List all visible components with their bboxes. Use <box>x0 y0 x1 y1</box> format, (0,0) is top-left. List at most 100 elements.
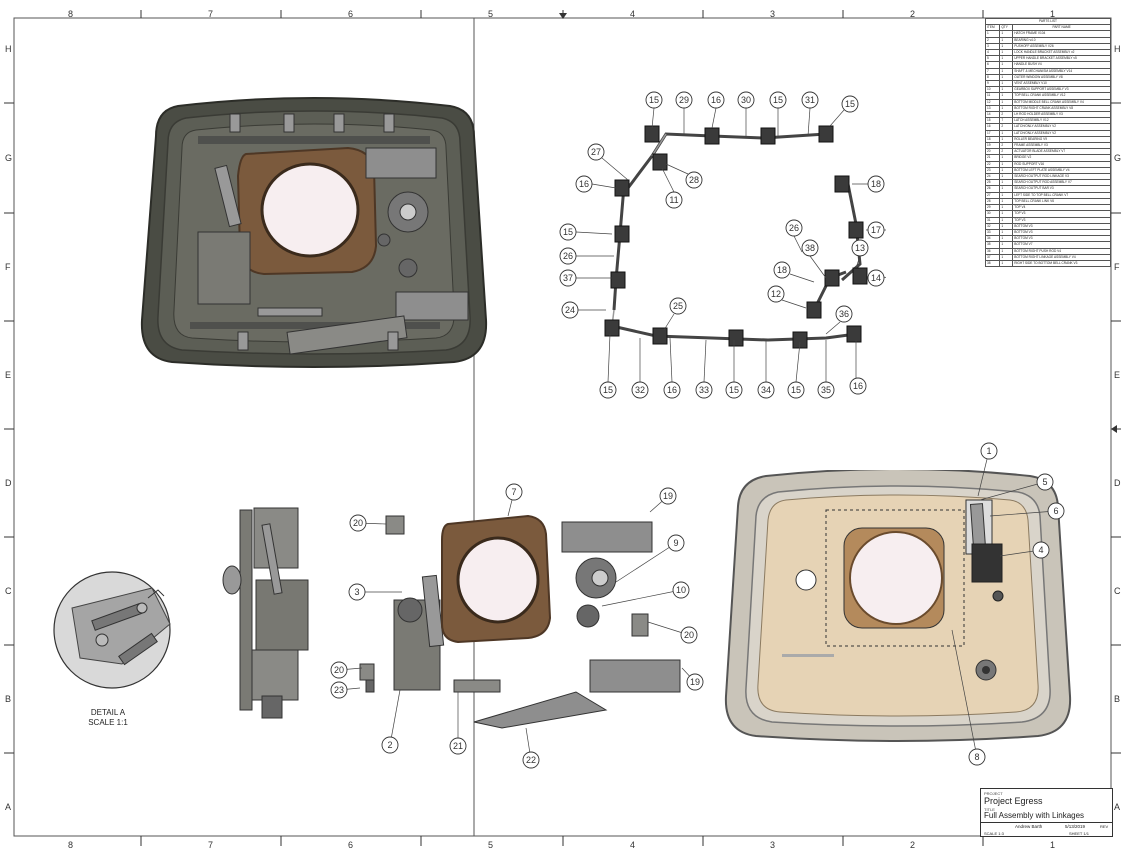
callout-circle <box>801 91 819 109</box>
callout-bubble: 9 <box>667 534 685 552</box>
callout-bubble: 23 <box>330 681 348 699</box>
callout-bubble: 20 <box>680 626 698 644</box>
linkage-joint <box>728 329 744 347</box>
callout-bubble: 16 <box>707 91 725 109</box>
leader-line <box>951 629 978 758</box>
zone-col-top: 4 <box>630 9 636 19</box>
callout-bubble: 37 <box>559 269 577 287</box>
zone-col-top: 1 <box>1050 9 1056 19</box>
parts-list-cell: LATCH ASSEMBLY V12 <box>1012 117 1111 125</box>
callout-circle <box>631 381 649 399</box>
callout-bubble: 28 <box>685 171 703 189</box>
callout-bubble: 15 <box>769 91 787 109</box>
callout-bubble: 26 <box>559 247 577 265</box>
callout-circle <box>645 91 663 109</box>
parts-list-cell: 8 <box>984 73 1001 82</box>
leader-line <box>601 589 682 607</box>
zone-row-right: H <box>1114 44 1121 54</box>
title-label: TITLE <box>984 807 995 812</box>
leader-line <box>591 183 617 189</box>
callout-number: 19 <box>690 677 700 687</box>
zone-col-bottom: 7 <box>208 840 214 850</box>
callout-bubble: 15 <box>787 381 805 399</box>
callout-bubble: 26 <box>785 219 803 237</box>
callout-number: 2 <box>387 740 392 750</box>
leader-line <box>661 167 675 193</box>
leader-line <box>703 339 707 383</box>
callout-circle <box>680 626 698 644</box>
title-block-row: Andrew Barth 5/13/2019 REV SCALE 1:3 SHE… <box>981 822 1112 837</box>
callout-number: 17 <box>871 225 881 235</box>
callout-circle <box>980 442 998 460</box>
callout-circle <box>767 285 785 303</box>
callout-number: 22 <box>526 755 536 765</box>
leader-line <box>389 689 401 746</box>
linkage-joint <box>792 331 808 349</box>
zone-row-left: E <box>5 370 12 380</box>
linkage-joint <box>760 127 776 145</box>
callout-number: 16 <box>853 381 863 391</box>
zone-row-left: B <box>5 694 12 704</box>
linkage-joint <box>614 225 630 243</box>
leader-line <box>855 255 861 269</box>
callout-circle <box>867 269 885 287</box>
leader-line <box>807 107 811 137</box>
parts-list-title: PARTS LIST <box>985 17 1111 26</box>
callout-number: 20 <box>334 665 344 675</box>
callout-number: 15 <box>563 227 573 237</box>
leader-line <box>651 107 655 129</box>
callout-number: 10 <box>676 585 686 595</box>
detail-a-name: DETAIL A <box>90 708 126 717</box>
linkage-joint <box>824 269 840 287</box>
parts-list-cell: OUTER WINDOW ASSEMBLY V8 <box>1012 73 1111 82</box>
callout-circle <box>672 581 690 599</box>
zone-col-bottom: 3 <box>770 840 776 850</box>
parts-list-cell: 7 <box>984 67 1001 75</box>
parts-list-cell: 9 <box>984 80 1001 88</box>
callout-bubble: 36 <box>835 305 853 323</box>
callout-number: 26 <box>563 251 573 261</box>
callout-number: 16 <box>667 385 677 395</box>
callout-bubble: 6 <box>1047 502 1065 520</box>
callout-bubble: 15 <box>841 95 859 113</box>
zone-row-right: E <box>1114 370 1121 380</box>
drawing-title: Full Assembly with Linkages <box>984 811 1085 820</box>
callout-number: 8 <box>974 752 979 762</box>
callout-number: 24 <box>565 305 575 315</box>
parts-list-cell: 6 <box>984 61 1001 69</box>
parts-list-cell: 13 <box>984 104 1001 113</box>
leader-line <box>829 109 845 127</box>
callout-bubble: 35 <box>817 381 835 399</box>
zone-col-bottom: 4 <box>630 840 636 850</box>
zone-col-top: 5 <box>488 9 494 19</box>
parts-list-cell: HANDLE BUSH V4 <box>1012 61 1111 69</box>
callout-circle <box>867 221 885 239</box>
title-block: PROJECT Project Egress TITLE Full Assemb… <box>980 788 1113 837</box>
hatch-front-view <box>724 470 1072 742</box>
leader-line <box>795 341 801 383</box>
callout-bubble: 29 <box>675 91 693 109</box>
parts-list-cell: VENT ASSEMBLY V10 <box>1012 80 1111 88</box>
callout-bubble: 12 <box>767 285 785 303</box>
callout-bubble: 11 <box>665 191 683 209</box>
zone-col-bottom: 5 <box>488 840 494 850</box>
linkage-joint <box>818 125 834 143</box>
callout-number: 11 <box>669 195 678 205</box>
callout-circle <box>707 91 725 109</box>
linkage-joint <box>604 319 620 337</box>
leader-line <box>665 163 689 175</box>
zone-col-bottom: 6 <box>348 840 354 850</box>
zone-col-top: 3 <box>770 9 776 19</box>
zone-row-right: C <box>1114 586 1121 596</box>
callout-circle <box>1036 473 1054 491</box>
callout-circle <box>817 381 835 399</box>
callout-circle <box>769 91 787 109</box>
callout-circle <box>686 673 704 691</box>
callout-number: 34 <box>761 385 771 395</box>
callout-circle <box>1047 502 1065 520</box>
